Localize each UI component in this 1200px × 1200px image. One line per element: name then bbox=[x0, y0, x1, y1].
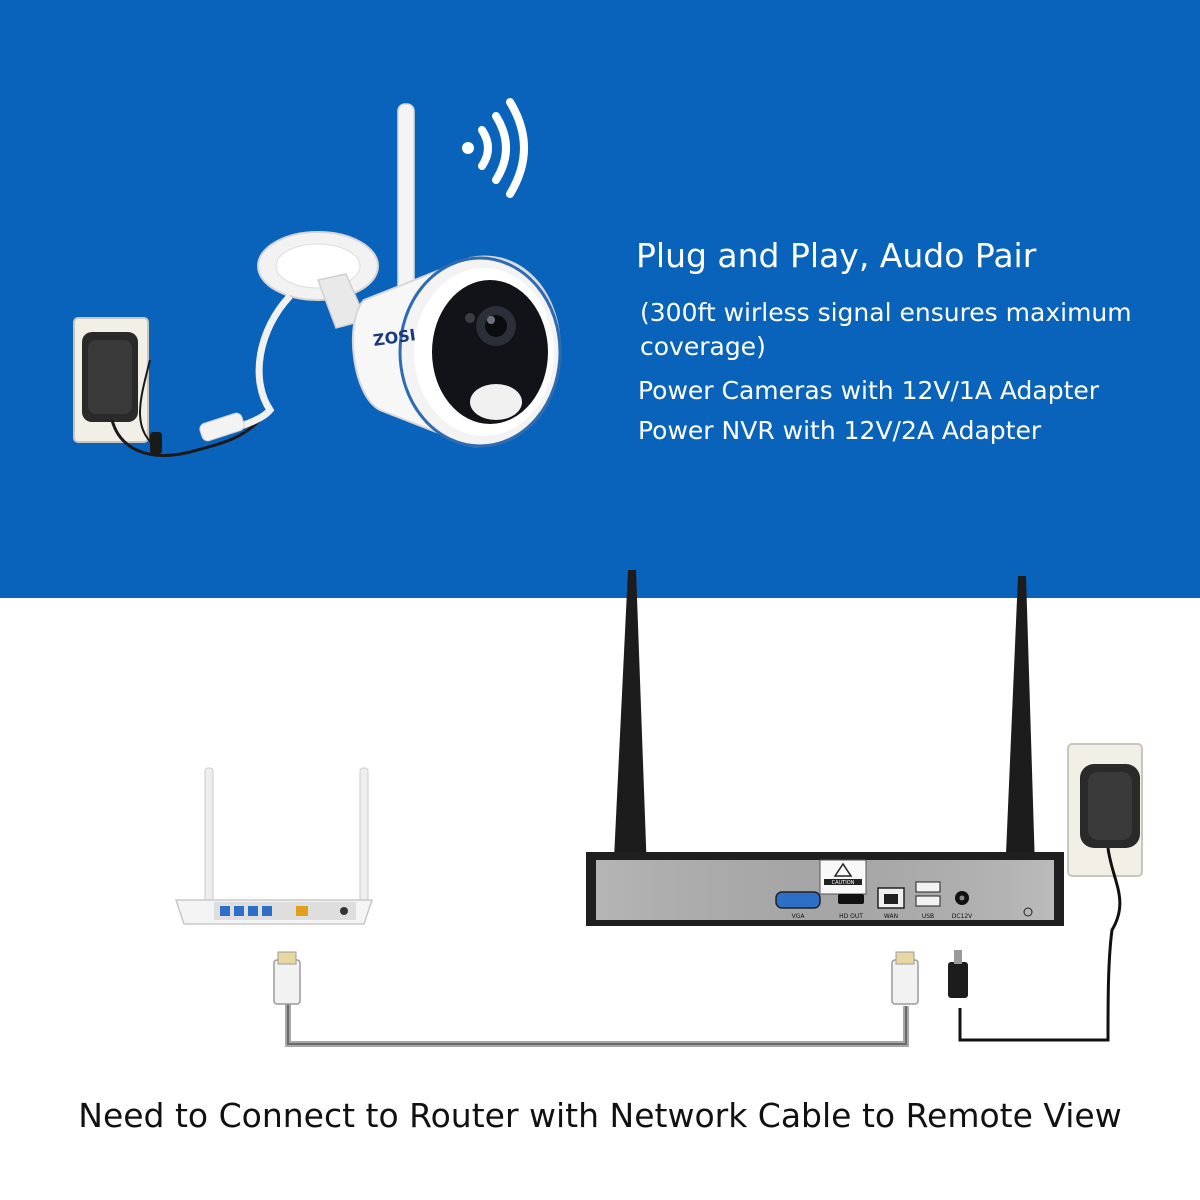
nvr-power-adapter bbox=[948, 743, 1143, 1042]
hdmi-port-label: HD OUT bbox=[839, 913, 863, 920]
network-cable bbox=[273, 951, 919, 1047]
bottom-caption: Need to Connect to Router with Network C… bbox=[78, 1096, 1122, 1135]
wifi-router bbox=[174, 767, 374, 925]
nvr-recorder: CAUTION VGA HD OUT WAN USB DC12V bbox=[586, 570, 1064, 926]
usb-port-label: USB bbox=[922, 913, 934, 920]
nvr-caution-label: CAUTION bbox=[832, 880, 855, 886]
nvr-power-spec: Power NVR with 12V/2A Adapter bbox=[638, 416, 1042, 445]
camera-power-spec: Power Cameras with 12V/1A Adapter bbox=[638, 376, 1100, 405]
wifi-signal-icon bbox=[462, 98, 528, 198]
wan-port-label: WAN bbox=[884, 913, 898, 920]
wireless-bullet-camera: ZOSI bbox=[199, 103, 562, 448]
headline: Plug and Play, Audo Pair bbox=[636, 236, 1037, 275]
camera-power-adapter bbox=[73, 317, 262, 457]
vga-port-label: VGA bbox=[792, 913, 806, 920]
signal-subtext: (300ft wirless signal ensures maximum co… bbox=[640, 298, 1132, 361]
dc-port-label: DC12V bbox=[952, 913, 973, 920]
top-blue-band bbox=[0, 0, 1200, 598]
